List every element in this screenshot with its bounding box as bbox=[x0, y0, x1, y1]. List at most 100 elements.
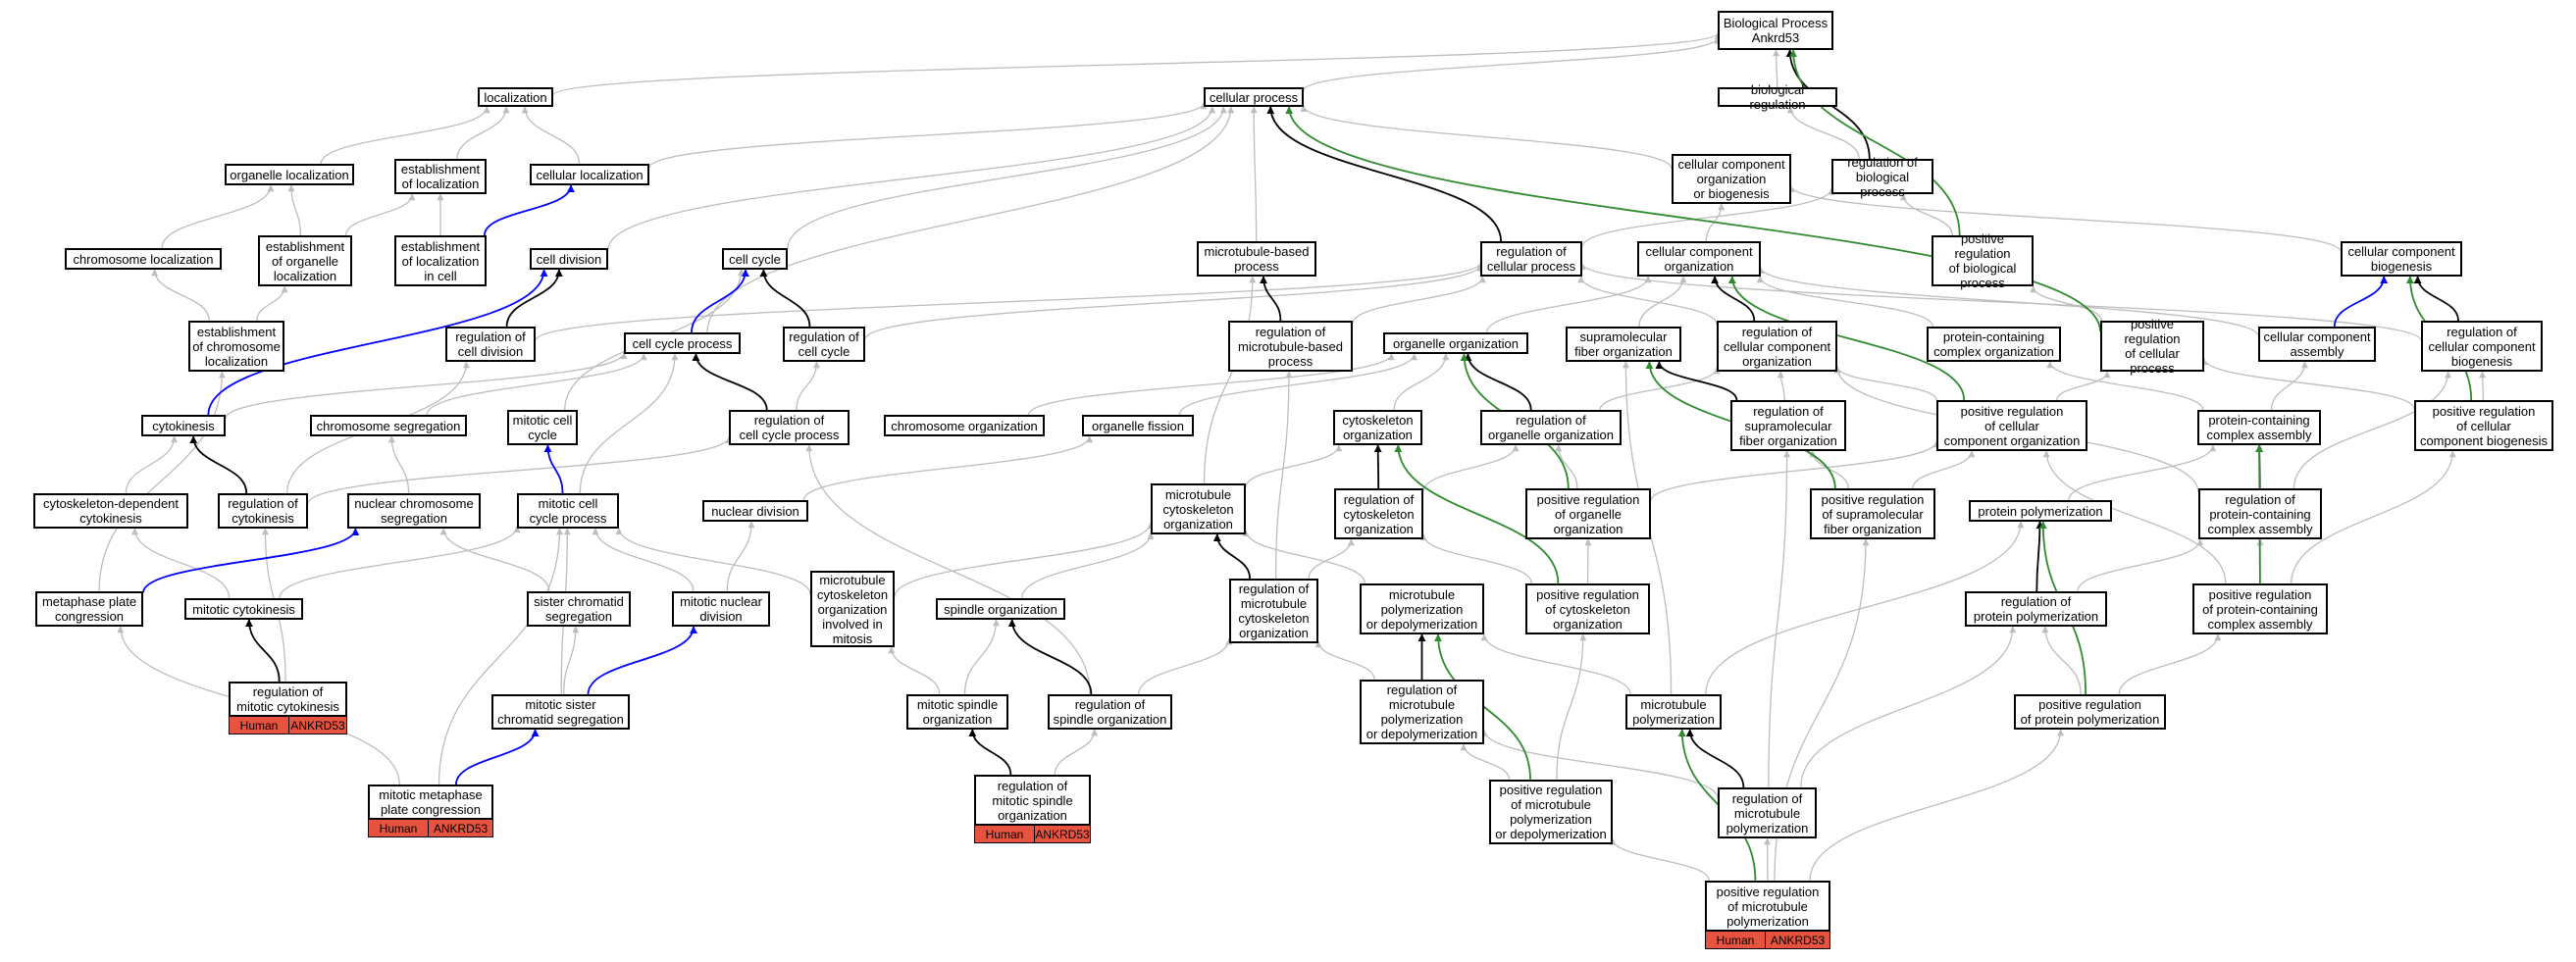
go-term-regulation-of-microtubule-polymerization[interactable]: regulation of microtubule polymerization bbox=[1718, 787, 1817, 838]
go-term-positive-regulation-of-cytoskeleton-organization[interactable]: positive regulation of cytoskeleton orga… bbox=[1525, 583, 1650, 634]
go-term-cytokinesis[interactable]: cytokinesis bbox=[141, 415, 226, 436]
go-term-ccob[interactable]: cellular component organization or bioge… bbox=[1672, 154, 1791, 204]
go-term-positive-regulation-of-cellular-component-biogenesis[interactable]: positive regulation of cellular componen… bbox=[2414, 400, 2553, 451]
go-term-mitotic-sister-chromatid-segregation[interactable]: mitotic sister chromatid segregation bbox=[491, 694, 630, 730]
edge-is-a bbox=[1178, 353, 1418, 416]
go-term-regulation-of-microtubule-polymerization-or-depolymerization[interactable]: regulation of microtubule polymerization… bbox=[1360, 680, 1484, 744]
go-term-cellular-process[interactable]: cellular process bbox=[1204, 87, 1304, 107]
edge-positively-regulates bbox=[1394, 444, 1560, 584]
go-term-regulation-of-cell-cycle-process[interactable]: regulation of cell cycle process bbox=[729, 410, 850, 445]
go-term-regulation-of-cell-division[interactable]: regulation of cell division bbox=[445, 327, 536, 362]
go-term-regulation-of-cytoskeleton-organization[interactable]: regulation of cytoskeleton organization bbox=[1334, 488, 1423, 539]
go-term-protein-containing-complex-assembly[interactable]: protein-containing complex assembly bbox=[2197, 410, 2321, 445]
go-term-microtubule-based-process[interactable]: microtubule-based process bbox=[1197, 241, 1316, 277]
edge-part-of bbox=[1685, 729, 1745, 788]
go-term-cytoskeleton-organization[interactable]: cytoskeleton organization bbox=[1333, 410, 1422, 445]
go-term-regulation-of-organelle-organization[interactable]: regulation of organelle organization bbox=[1480, 410, 1622, 445]
go-term-microtubule-polymerization[interactable]: microtubule polymerization bbox=[1625, 694, 1722, 730]
go-term-positive-regulation-of-biological-process[interactable]: positive regulation of biological proces… bbox=[1932, 231, 2034, 290]
go-term-organelle-localization[interactable]: organelle localization bbox=[225, 164, 354, 185]
edge-is-a bbox=[1757, 267, 2259, 336]
go-term-regulation-of-protein-polymerization[interactable]: regulation of protein polymerization bbox=[1965, 591, 2107, 627]
edge-is-a bbox=[1242, 530, 1366, 584]
go-term-positive-regulation-of-supramolecular-fiber-organization[interactable]: positive regulation of supramolecular fi… bbox=[1810, 488, 1935, 539]
go-term-positive-regulation-of-microtubule-polymerization-or-depolymerization[interactable]: positive regulation of microtubule polym… bbox=[1489, 780, 1613, 844]
go-term-chromosome-segregation[interactable]: chromosome segregation bbox=[310, 415, 467, 436]
go-term-mitotic-cell-cycle[interactable]: mitotic cell cycle bbox=[507, 410, 578, 445]
go-term-chromosome-localization[interactable]: chromosome localization bbox=[65, 248, 222, 270]
edge-is-a bbox=[1578, 263, 2422, 341]
go-term-regulation-of-microtubule-based-process[interactable]: regulation of microtubule-based process bbox=[1228, 321, 1353, 372]
go-term-positive-regulation-of-cellular-process[interactable]: positive regulation of cellular process bbox=[2100, 317, 2204, 376]
go-term-organelle-organization[interactable]: organelle organization bbox=[1383, 332, 1528, 354]
edge-is-a bbox=[1480, 729, 1719, 799]
go-term-cell-cycle-process[interactable]: cell cycle process bbox=[624, 332, 741, 354]
go-term-positive-regulation-of-organelle-organization[interactable]: positive regulation of organelle organiz… bbox=[1525, 488, 1651, 539]
go-term-regulation-of-cellular-process[interactable]: regulation of cellular process bbox=[1480, 241, 1582, 277]
go-term-cellular-component-biogenesis[interactable]: cellular component biogenesis bbox=[2341, 241, 2462, 277]
go-term-protein-polymerization[interactable]: protein polymerization bbox=[1969, 500, 2112, 522]
go-term-establishment-of-localization-in-cell[interactable]: establishment of localization in cell bbox=[394, 235, 487, 286]
go-term-microtubule-polymerization-or-depolymerization[interactable]: microtubule polymerization or depolymeri… bbox=[1360, 583, 1484, 634]
go-term-protein-containing-complex-organization[interactable]: protein-containing complex organization bbox=[1927, 327, 2061, 362]
go-term-mitotic-cell-cycle-process[interactable]: mitotic cell cycle process bbox=[517, 493, 619, 529]
edge-part-of bbox=[1266, 106, 1502, 242]
go-term-mitotic-nuclear-division[interactable]: mitotic nuclear division bbox=[672, 591, 770, 627]
edge-is-a bbox=[1245, 444, 1343, 488]
go-term-positive-regulation-of-protein-polymerization[interactable]: positive regulation of protein polymeriz… bbox=[2014, 694, 2166, 730]
go-term-positive-regulation-of-microtubule-polymerization[interactable]: positive regulation of microtubule polym… bbox=[1705, 881, 1830, 932]
go-term-regulation-of-biological-process[interactable]: regulation of biological process bbox=[1831, 155, 1933, 199]
go-term-regulation-of-mitotic-cytokinesis[interactable]: regulation of mitotic cytokinesis bbox=[229, 682, 347, 717]
go-term-microtubule-cytoskeleton-organization[interactable]: microtubule cytoskeleton organization bbox=[1151, 483, 1246, 534]
go-term-positive-regulation-of-cellular-component-organization[interactable]: positive regulation of cellular componen… bbox=[1936, 400, 2087, 451]
go-term-metaphase-plate-congression[interactable]: metaphase plate congression bbox=[35, 591, 143, 627]
go-term-regulation-of-supramolecular-fiber-organization[interactable]: regulation of supramolecular fiber organ… bbox=[1730, 400, 1846, 451]
go-term-regulation-of-protein-containing-complex-assembly[interactable]: regulation of protein-containing complex… bbox=[2198, 488, 2322, 539]
go-term-positive-regulation-of-protein-containing-complex-assembly[interactable]: positive regulation of protein-containin… bbox=[2192, 583, 2328, 634]
go-term-regulation-of-spindle-organization[interactable]: regulation of spindle organization bbox=[1048, 694, 1172, 730]
go-term-cytoskeleton-dependent-cytokinesis[interactable]: cytoskeleton-dependent cytokinesis bbox=[33, 493, 188, 529]
go-term-mitotic-metaphase-plate-congression[interactable]: mitotic metaphase plate congression bbox=[368, 785, 493, 820]
go-term-biological-regulation[interactable]: biological regulation bbox=[1718, 82, 1837, 112]
go-term-spindle-organization[interactable]: spindle organization bbox=[936, 598, 1065, 620]
go-term-sister-chromatid-segregation[interactable]: sister chromatid segregation bbox=[527, 591, 631, 627]
go-term-organelle-fission[interactable]: organelle fission bbox=[1082, 415, 1194, 436]
go-term-regulation-of-cytokinesis[interactable]: regulation of cytokinesis bbox=[218, 493, 308, 529]
go-term-microtubule-cytoskeleton-organization-involved-in-mitosis[interactable]: microtubule cytoskeleton organization in… bbox=[810, 571, 895, 647]
go-term-regulation-of-microtubule-cytoskeleton-organization[interactable]: regulation of microtubule cytoskeleton o… bbox=[1229, 579, 1318, 643]
go-term-regulation-of-cell-cycle[interactable]: regulation of cell cycle bbox=[783, 327, 865, 362]
edge-is-a bbox=[2041, 626, 2082, 695]
go-term-supramolecular-fiber-organization[interactable]: supramolecular fiber organization bbox=[1566, 327, 1681, 362]
go-term-establishment-of-localization[interactable]: establishment of localization bbox=[394, 159, 487, 194]
edge-is-a bbox=[1303, 36, 1722, 91]
go-term-regulation-of-cellular-component-biogenesis[interactable]: regulation of cellular component biogene… bbox=[2421, 321, 2543, 372]
go-term-cellular-component-assembly[interactable]: cellular component assembly bbox=[2258, 327, 2376, 362]
go-term-cellular-component-organization[interactable]: cellular component organization bbox=[1637, 241, 1761, 277]
go-term-nuclear-chromosome-segregation[interactable]: nuclear chromosome segregation bbox=[347, 493, 481, 529]
edge-is-a bbox=[1609, 837, 1710, 882]
go-term-establishment-of-chromosome-localization[interactable]: establishment of chromosome localization bbox=[188, 321, 284, 372]
edge-is-a bbox=[726, 521, 755, 592]
go-term-cell-cycle[interactable]: cell cycle bbox=[722, 248, 788, 270]
go-term-regulation-of-cellular-component-organization[interactable]: regulation of cellular component organiz… bbox=[1717, 321, 1837, 372]
edge-is-a bbox=[345, 193, 416, 236]
go-term-mitotic-spindle-organization[interactable]: mitotic spindle organization bbox=[906, 694, 1008, 730]
edge-is-a bbox=[1786, 106, 1860, 160]
go-term-cellular-localization[interactable]: cellular localization bbox=[530, 164, 649, 185]
go-term-regulation-of-mitotic-spindle-organization[interactable]: regulation of mitotic spindle organizati… bbox=[974, 775, 1091, 826]
go-term-cell-division[interactable]: cell division bbox=[530, 248, 608, 270]
edge-is-a bbox=[1250, 106, 1258, 242]
edge-is-a bbox=[2270, 361, 2308, 411]
go-term-mitotic-cytokinesis[interactable]: mitotic cytokinesis bbox=[184, 598, 303, 620]
edge-is-a bbox=[1912, 450, 1976, 489]
edge-part-of bbox=[244, 619, 281, 683]
go-term-nuclear-division[interactable]: nuclear division bbox=[702, 500, 808, 522]
go-term-localization[interactable]: localization bbox=[478, 87, 553, 107]
go-term-bp[interactable]: Biological Process Ankrd53 bbox=[1718, 11, 1833, 50]
go-term-chromosome-organization[interactable]: chromosome organization bbox=[884, 415, 1045, 436]
go-term-establishment-of-organelle-localization[interactable]: establishment of organelle localization bbox=[258, 235, 352, 286]
